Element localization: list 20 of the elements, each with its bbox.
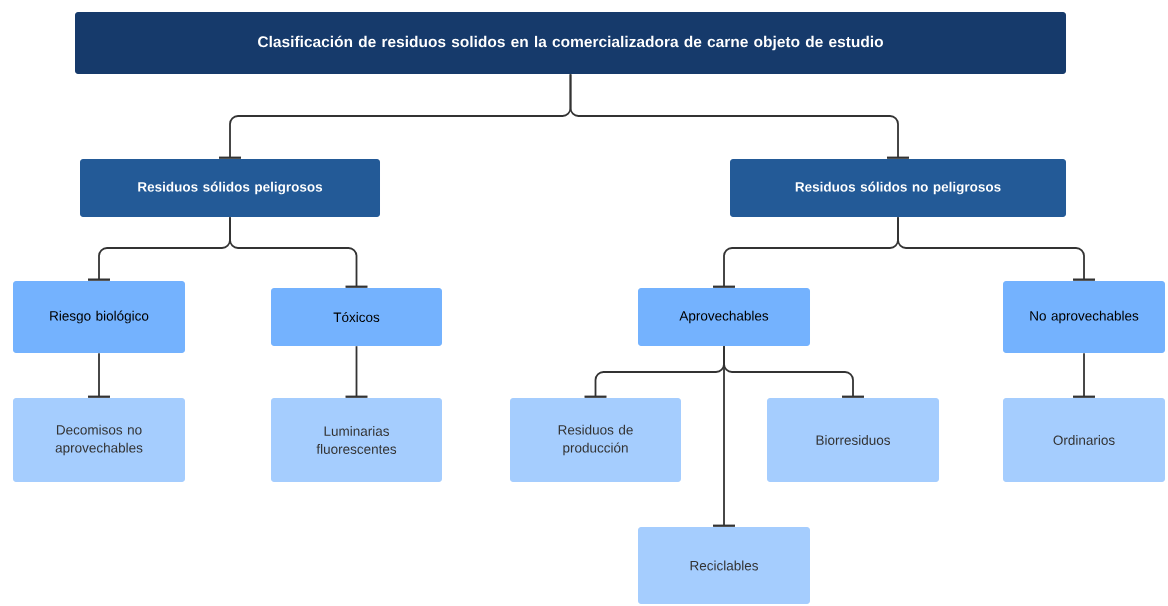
subcategory-box: Aprovechables (638, 288, 810, 346)
connector (1073, 352, 1095, 398)
subcategory-box: Tóxicos (271, 288, 442, 346)
item-box: Biorresiduos (767, 398, 939, 482)
item-box: Reciclables (638, 527, 810, 604)
item-box: Luminarias fluorescentes (271, 398, 442, 482)
item-box: Residuos de producción (510, 398, 681, 482)
connector (229, 216, 368, 288)
category-box: Residuos sólidos peligrosos (80, 159, 380, 217)
subcategory-box: Riesgo biológico (13, 281, 185, 353)
connector (723, 345, 864, 398)
connector (345, 345, 368, 398)
connector (569, 73, 909, 159)
title-box: Clasificación de residuos solidos en la comercializadora de carne objeto de estudio (75, 12, 1066, 74)
connector (88, 352, 110, 398)
subcategory-box: No aprovechables (1003, 281, 1165, 353)
category-box: Residuos sólidos no peligrosos (730, 159, 1066, 217)
item-box: Decomisos no aprovechables (13, 398, 185, 482)
connector (897, 216, 1095, 281)
item-box: Ordinarios (1003, 398, 1165, 482)
